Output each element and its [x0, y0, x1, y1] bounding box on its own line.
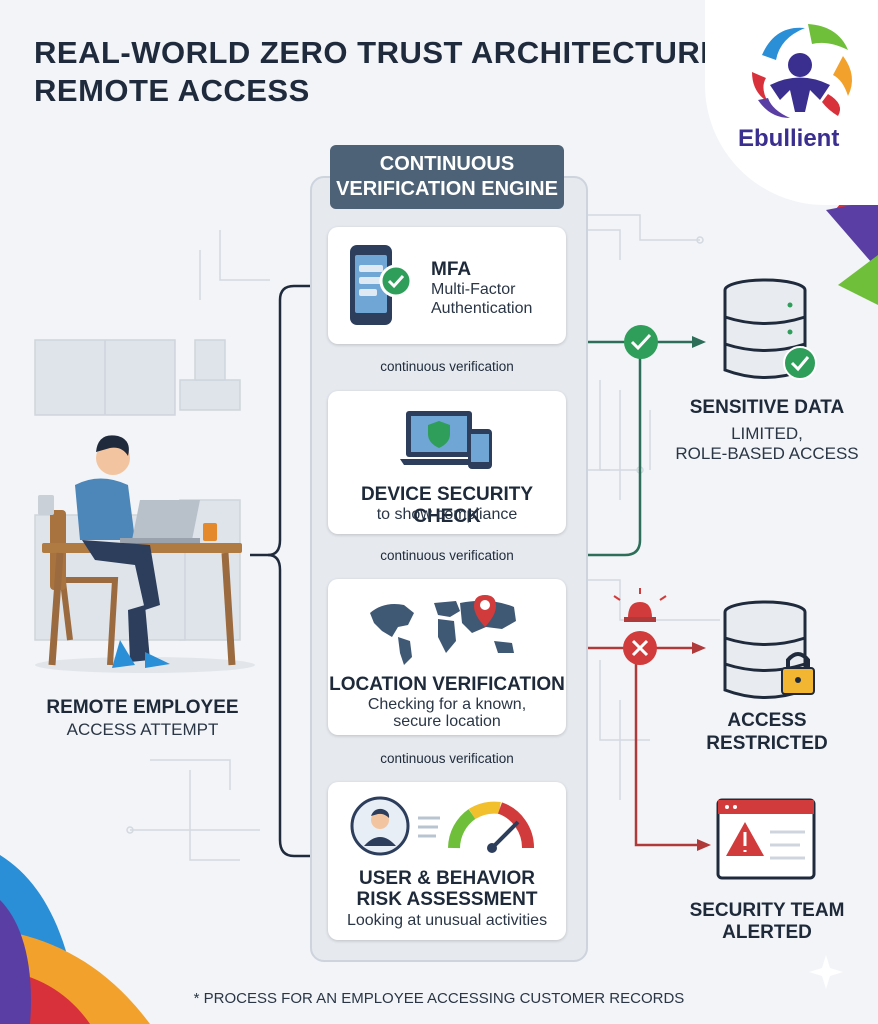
location-title: LOCATION VERIFICATION	[329, 674, 565, 695]
logo-text: Ebullient	[738, 125, 840, 152]
page-title-line-1: REAL-WORLD ZERO TRUST ARCHITECTURE:	[34, 35, 733, 70]
sensitive-data-title: SENSITIVE DATA	[689, 397, 845, 418]
user-behavior-title-2: RISK ASSESSMENT	[356, 889, 538, 910]
sensitive-data-database-icon	[723, 278, 817, 380]
location-subtitle-1: Checking for a known,	[367, 696, 527, 713]
page-title-line-2: REMOTE ACCESS	[34, 73, 310, 108]
device-subtitle: to show compliance	[376, 506, 518, 523]
device-security-card: DEVICE SECURITY CHECK to show compliance	[328, 391, 566, 534]
restricted-database-icon	[723, 600, 815, 699]
mfa-card: MFA Multi-Factor Authentication	[328, 227, 566, 344]
device-title: DEVICE SECURITY CHECK	[360, 484, 534, 527]
world-map-pin-icon	[370, 595, 516, 665]
user-behavior-card: USER & BEHAVIOR RISK ASSESSMENT Looking …	[328, 782, 566, 940]
user-behavior-subtitle: Looking at unusual activities	[346, 912, 548, 929]
remote-employee-illustration	[35, 435, 255, 673]
footnote: * PROCESS FOR AN EMPLOYEE ACCESSING CUST…	[193, 990, 685, 1007]
verification-engine-header: CONTINUOUS VERIFICATION ENGINE	[330, 145, 564, 209]
sensitive-data-sub-2: ROLE-BASED ACCESS	[675, 444, 859, 463]
edge-triangle-green	[838, 255, 878, 305]
success-check-icon	[624, 325, 658, 359]
security-team-line-1: SECURITY TEAM	[689, 900, 845, 921]
sensitive-data-sub-1: LIMITED,	[731, 424, 803, 443]
security-alert-window-icon	[716, 798, 816, 880]
security-team-line-2: ALERTED	[722, 922, 812, 943]
employee-branch-lines	[250, 284, 322, 858]
continuous-verification-label-2: continuous verification	[380, 548, 514, 563]
user-risk-gauge-icon	[350, 796, 535, 856]
mfa-title: MFA	[431, 259, 472, 280]
access-restricted-line-1: ACCESS	[727, 710, 807, 731]
phone-check-icon	[350, 245, 413, 325]
alarm-light-icon	[613, 588, 667, 622]
page-title: REAL-WORLD ZERO TRUST ARCHITECTURE: REMO…	[34, 34, 732, 110]
employee-label-2: ACCESS ATTEMPT	[66, 720, 219, 739]
sparkle-icon	[809, 955, 843, 989]
laptop-shield-icon	[400, 411, 492, 469]
location-verification-card: LOCATION VERIFICATION Checking for a kno…	[328, 579, 566, 735]
logo-mark	[752, 24, 852, 118]
user-behavior-title-1: USER & BEHAVIOR	[359, 868, 535, 889]
location-subtitle-2: secure location	[393, 713, 501, 730]
continuous-verification-label-3: continuous verification	[380, 751, 514, 766]
employee-label-1: REMOTE EMPLOYEE	[46, 697, 239, 718]
access-restricted-line-2: RESTRICTED	[706, 733, 828, 754]
mfa-subtitle-1: Multi-Factor	[431, 281, 516, 298]
continuous-verification-label-1: continuous verification	[380, 359, 514, 374]
engine-header-line-1: CONTINUOUS	[379, 153, 515, 175]
mfa-subtitle-2: Authentication	[431, 300, 533, 317]
engine-header-line-2: VERIFICATION ENGINE	[336, 178, 558, 200]
